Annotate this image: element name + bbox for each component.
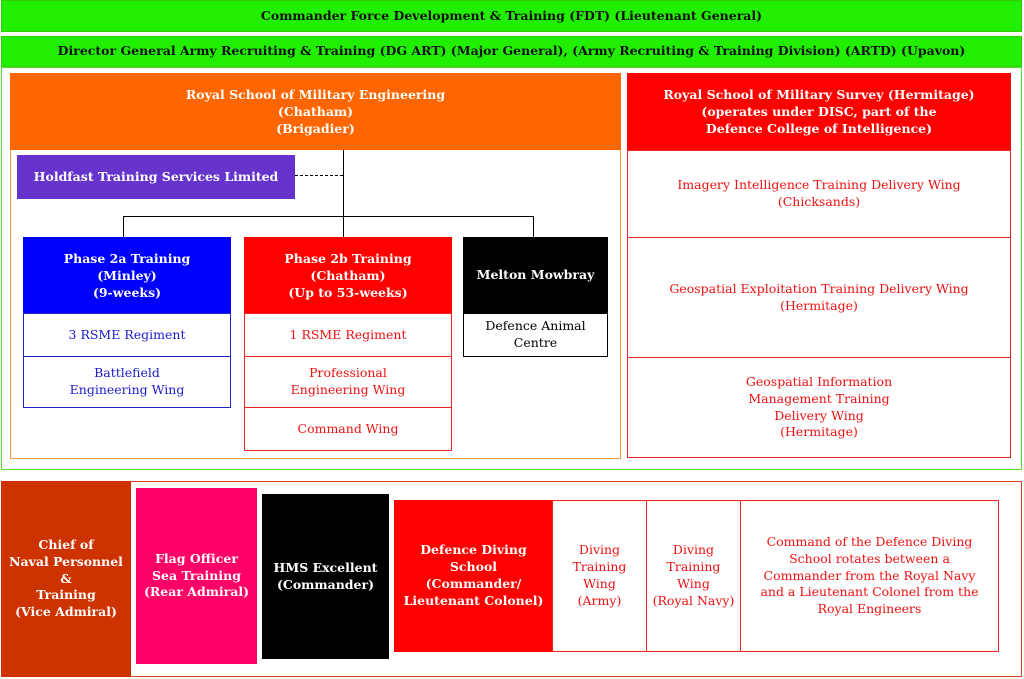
phase2a-unit-box: Battlefield Engineering Wing (23, 356, 231, 408)
holdfast-box: Holdfast Training Services Limited (17, 155, 295, 199)
hms-excellent-box: HMS Excellent (Commander) (262, 494, 389, 659)
rsms-title-box: Royal School of Military Survey (Hermita… (627, 73, 1011, 150)
phase2b-title-box: Phase 2b Training (Chatham) (Up to 53-we… (244, 237, 452, 313)
connector-trunk (343, 150, 344, 217)
connector-phase2b (343, 216, 344, 237)
dg-art-box: Director General Army Recruiting & Train… (1, 36, 1022, 67)
phase2b-unit-box: 1 RSME Regiment (244, 313, 452, 357)
command-note-box: Command of the Defence Diving School rot… (740, 500, 999, 652)
melton-unit-box: Defence Animal Centre (463, 313, 608, 357)
fost-box: Flag Officer Sea Training (Rear Admiral) (136, 488, 257, 664)
commander-fdt-box: Commander Force Development & Training (… (1, 0, 1022, 32)
phase2b-unit-box: Command Wing (244, 407, 452, 451)
cnpt-box: Chief of Naval Personnel & Training (Vic… (1, 481, 131, 677)
diving-wing-navy-box: Diving Training Wing (Royal Navy) (646, 500, 741, 652)
phase2a-unit-box: 3 RSME Regiment (23, 313, 231, 357)
melton-mowbray-box: Melton Mowbray (463, 237, 608, 313)
rsms-wing-box: Imagery Intelligence Training Delivery W… (627, 150, 1011, 238)
holdfast-dashed-link (295, 175, 343, 176)
phase2b-unit-box: Professional Engineering Wing (244, 356, 452, 408)
diving-wing-army-box: Diving Training Wing (Army) (552, 500, 647, 652)
rsme-title-box: Royal School of Military Engineering (Ch… (10, 73, 621, 150)
rsms-wing-box: Geospatial Information Management Traini… (627, 357, 1011, 458)
connector-phase2a (123, 216, 124, 237)
artd-frame (1, 67, 1022, 470)
phase2a-title-box: Phase 2a Training (Minley) (9-weeks) (23, 237, 231, 313)
connector-melton (533, 216, 534, 237)
connector-horizontal (123, 216, 533, 217)
defence-diving-school-box: Defence Diving School (Commander/ Lieute… (394, 500, 553, 652)
rsms-wing-box: Geospatial Exploitation Training Deliver… (627, 237, 1011, 358)
